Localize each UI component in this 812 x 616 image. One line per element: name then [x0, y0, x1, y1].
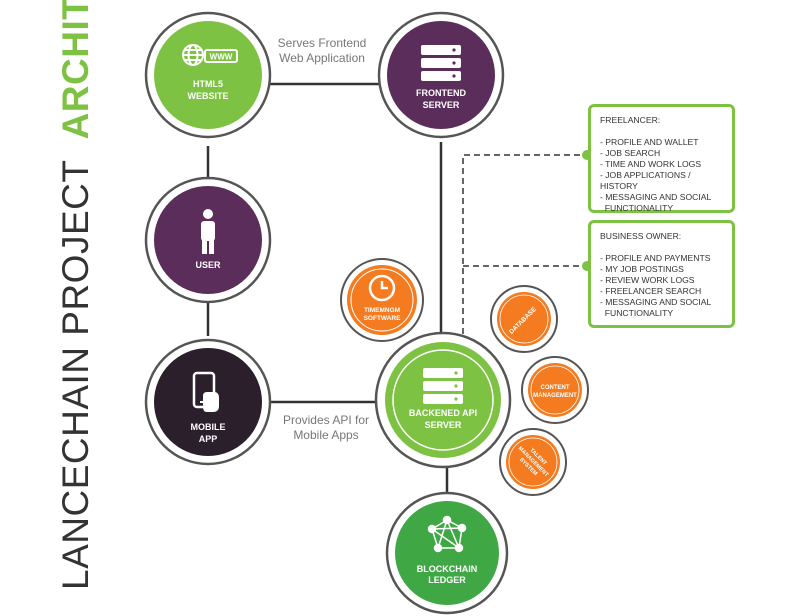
list-item: - MY JOB POSTINGS	[600, 264, 684, 274]
connector-html5-frontend	[260, 75, 380, 86]
backend-api-server-node: BACKENED API SERVER	[374, 331, 512, 469]
backend-label-line2: SERVER	[425, 420, 462, 430]
database-node: DATABASE	[490, 285, 558, 353]
page-title: LANCECHAIN PROJECT ARCHITECTURE	[55, 0, 96, 590]
title-part2: ARCHITECTURE	[55, 0, 96, 139]
server-icon	[423, 368, 463, 404]
business-owner-title: BUSINESS OWNER:	[600, 231, 682, 241]
backend-label-line1: BACKENED API	[409, 408, 477, 418]
content-label-line1: CONTENT	[541, 385, 570, 391]
user-node: USER	[144, 176, 272, 304]
freelancer-title: FREELANCER:	[600, 115, 661, 125]
network-icon	[427, 515, 467, 553]
content-management-node: CONTENT MANAGEMENT	[521, 356, 589, 424]
list-item: - PROFILE AND WALLET	[600, 137, 699, 147]
content-label-line2: MANAGEMENT	[533, 393, 577, 399]
html5-label-line1: HTML5	[193, 79, 223, 89]
timemngm-software-node: TIMEMNGM SOFTWARE	[340, 258, 424, 342]
mobile-label-line2: APP	[199, 434, 218, 444]
user-label: USER	[195, 260, 221, 270]
business-owner-feature-list: - PROFILE AND PAYMENTS - MY JOB POSTINGS…	[600, 253, 724, 319]
provides-label-line1: Provides API for	[283, 413, 369, 427]
smartphone-tap-icon	[192, 371, 219, 412]
mobile-label-line1: MOBILE	[191, 422, 226, 432]
blockchain-label-line2: LEDGER	[428, 575, 466, 585]
list-item: - FREELANCER SEARCH	[600, 286, 702, 296]
server-icon	[421, 45, 461, 81]
clock-icon	[368, 274, 396, 302]
html5-label-line2: WEBSITE	[187, 91, 228, 101]
list-item: - MESSAGING AND SOCIAL	[600, 297, 712, 307]
list-item: FUNCTIONALITY	[600, 308, 674, 318]
frontend-label-line1: FRONTEND	[416, 88, 466, 98]
list-item: - JOB SEARCH	[600, 148, 661, 158]
title-part1: LANCECHAIN PROJECT	[55, 160, 96, 590]
mobile-app-node: MOBILE APP	[144, 338, 272, 466]
freelancer-feature-list: - PROFILE AND WALLET - JOB SEARCH - TIME…	[600, 137, 724, 214]
list-item: - JOB APPLICATIONS / HISTORY	[600, 170, 691, 191]
list-item: - MESSAGING AND SOCIAL	[600, 192, 712, 202]
blockchain-ledger-node: BLOCKCHAIN LEDGER	[385, 491, 509, 615]
business-owner-features-box: BUSINESS OWNER: - PROFILE AND PAYMENTS -…	[588, 220, 735, 328]
www-globe-icon	[182, 44, 238, 66]
talent-management-node: TALENT MANAGEMENT SYSTEM	[499, 428, 567, 496]
provides-label-line2: Mobile Apps	[293, 428, 358, 442]
freelancer-features-box: FREELANCER: - PROFILE AND WALLET - JOB S…	[588, 104, 735, 213]
list-item: - PROFILE AND PAYMENTS	[600, 253, 711, 263]
serves-label-line1: Serves Frontend	[278, 36, 367, 50]
blockchain-label-line1: BLOCKCHAIN	[417, 564, 478, 574]
html5-website-node: WWW HTML5 WEBSITE	[144, 11, 272, 139]
serves-label-line2: Web Application	[279, 51, 365, 65]
list-item: - TIME AND WORK LOGS	[600, 159, 702, 169]
person-icon	[201, 209, 215, 254]
list-item: - REVIEW WORK LOGS	[600, 275, 695, 285]
frontend-server-node: FRONTEND SERVER	[377, 11, 505, 139]
timemngm-label-line2: SOFTWARE	[364, 315, 401, 322]
www-icon-text: WWW	[210, 53, 233, 62]
frontend-label-line2: SERVER	[423, 100, 460, 110]
list-item: FUNCTIONALITY	[600, 203, 674, 213]
timemngm-label-line1: TIMEMNGM	[364, 307, 400, 314]
dashed-connector-freelancer	[462, 154, 587, 334]
